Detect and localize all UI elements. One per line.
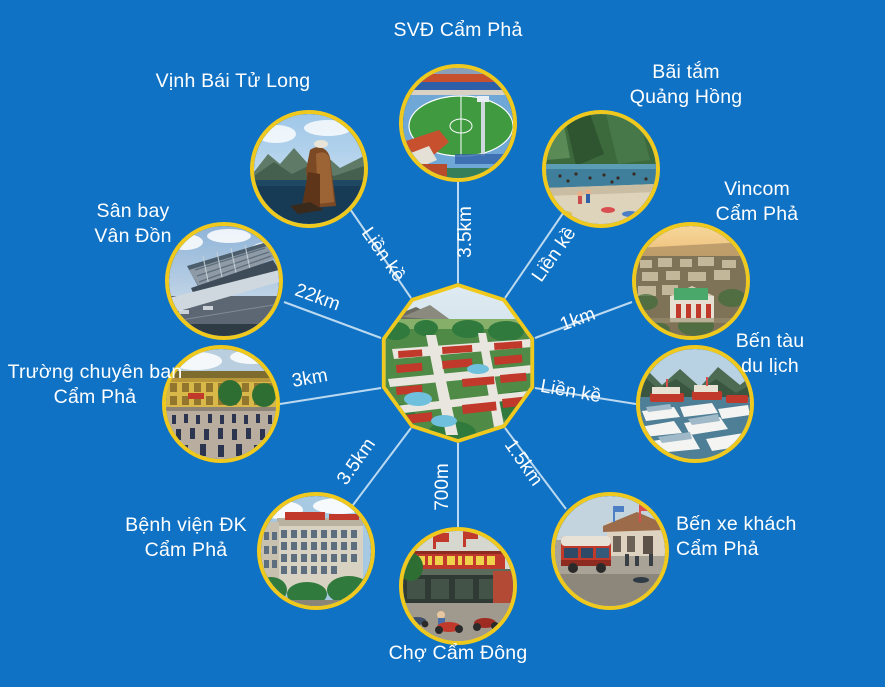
school-yard-photo-icon xyxy=(166,349,276,459)
node-svd-cam-pha[interactable] xyxy=(399,64,517,182)
distance-ben-xe-khach: 1.5km xyxy=(499,435,547,490)
label-truong-chuyen-ban: Trường chuyên ban Cẩm Phả xyxy=(7,361,183,408)
airport-terminal-photo-icon xyxy=(169,226,279,336)
node-san-bay-van-don[interactable] xyxy=(165,222,283,340)
node-bai-tam-quang-hong[interactable] xyxy=(542,110,660,228)
label-vincom-cam-pha: Vincom Cẩm Phả xyxy=(715,178,799,225)
distance-vincom-cam-pha: 1km xyxy=(557,303,599,336)
stadium-photo-icon xyxy=(403,68,513,178)
market-photo-icon xyxy=(403,531,513,641)
distance-truong-chuyen-ban: 3km xyxy=(290,365,330,392)
node-truong-chuyen-ban[interactable] xyxy=(162,345,280,463)
distance-cho-cam-dong: 700m xyxy=(431,463,453,511)
node-ben-tau-du-lich[interactable] xyxy=(636,345,754,463)
label-vinh-bai-tu-long: Vịnh Bái Tử Long xyxy=(155,70,311,92)
node-vincom-cam-pha[interactable] xyxy=(632,222,750,340)
bay-rock-photo-icon xyxy=(254,114,364,224)
distance-san-bay-van-don: 22km xyxy=(291,279,343,316)
distance-bai-tam-quang-hong: Liền kề xyxy=(528,223,581,286)
label-ben-tau-du-lich: Bến tàu du lịch xyxy=(735,330,805,377)
label-cho-cam-dong: Chợ Cẩm Đông xyxy=(388,642,528,664)
label-san-bay-van-don: Sân bay Vân Đồn xyxy=(94,200,172,247)
distance-benh-vien-dk: 3.5km xyxy=(333,434,380,489)
label-svd-cam-pha: SVĐ Cẩm Phả xyxy=(393,19,523,41)
central-project-image xyxy=(385,287,531,439)
node-cho-cam-dong[interactable] xyxy=(399,527,517,645)
node-vinh-bai-tu-long[interactable] xyxy=(250,110,368,228)
distance-ben-tau-du-lich: Liền kề xyxy=(538,375,603,408)
label-ben-xe-khach: Bến xe khách Cẩm Phả xyxy=(676,513,797,560)
shopping-mall-aerial-photo-icon xyxy=(636,226,746,336)
distance-svd-cam-pha: 3.5km xyxy=(454,206,476,258)
node-ben-xe-khach[interactable] xyxy=(551,492,669,610)
central-project-node[interactable] xyxy=(381,283,535,443)
label-benh-vien-dk: Bệnh viện ĐK Cẩm Phả xyxy=(125,514,247,561)
distance-vinh-bai-tu-long: Liền kề xyxy=(356,223,410,286)
beach-photo-icon xyxy=(546,114,656,224)
label-bai-tam-quang-hong: Bãi tắm Quảng Hồng xyxy=(629,61,743,108)
bus-station-photo-icon xyxy=(555,496,665,606)
